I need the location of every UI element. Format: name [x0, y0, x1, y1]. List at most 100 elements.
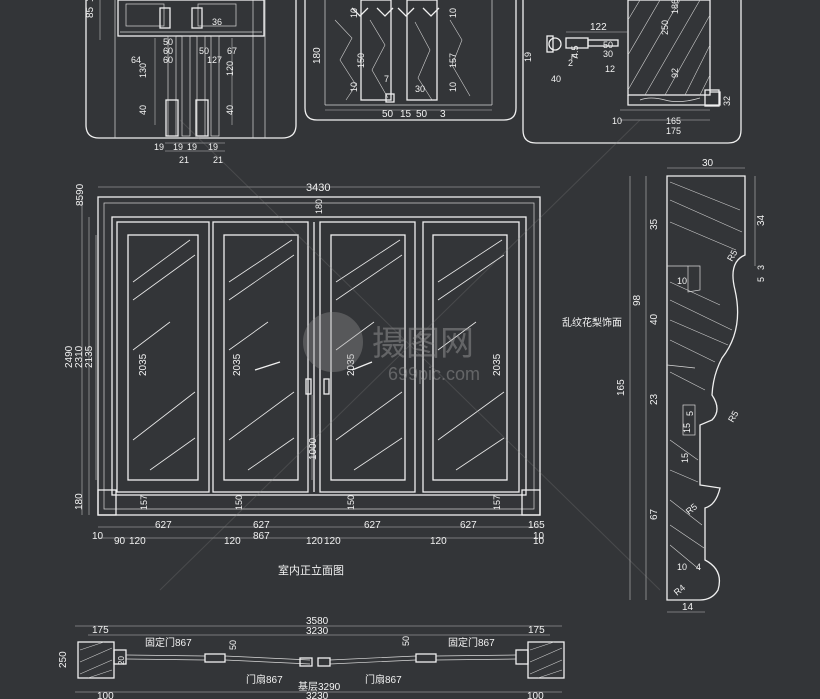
dim-label: 40	[649, 313, 660, 325]
overall-width-label: 3430	[306, 182, 330, 194]
plan-label: 基层3290	[298, 680, 341, 693]
watermark-url: 699pic.com	[388, 364, 480, 384]
dim-label: 7	[570, 55, 580, 60]
dim-label: 67	[649, 508, 660, 520]
dim-label: 10	[92, 531, 104, 542]
dim-label: 2310	[74, 345, 85, 368]
dim-label: 120	[224, 536, 241, 547]
dim-label: 10	[677, 276, 687, 286]
dim-label: 90	[114, 536, 126, 547]
dim-label: 150	[346, 495, 356, 510]
dim-label: 19	[208, 142, 218, 152]
plan-label: 固定门867	[448, 636, 495, 649]
dim-label: 18	[85, 0, 96, 2]
plan-label: 门扇867	[246, 673, 283, 686]
panel-height-label: 2035	[232, 353, 243, 376]
dim-label: 157	[448, 53, 458, 68]
dim-label: 10	[533, 531, 545, 542]
dim-label: 180	[314, 199, 324, 214]
dim-label: 10	[677, 562, 687, 572]
dim-label: 120	[430, 536, 447, 547]
dim-label: 120	[129, 536, 146, 547]
dim-label: 64	[131, 55, 141, 65]
dim-label: 10	[612, 116, 622, 126]
dim-label: 67	[227, 46, 237, 56]
dim-label: 100	[527, 691, 544, 699]
radius-label: R4	[672, 582, 687, 597]
door-elevation: 3430 8590 2490 2310 2135 180 180 2035 20…	[64, 182, 545, 577]
dim-label: 60	[163, 55, 173, 65]
dim-label: 60	[163, 46, 173, 56]
dim-label: 3	[440, 109, 446, 120]
moulding-profile: 30 35 98 40 165 23 15 67 10 10 34 3 5 R5…	[562, 158, 767, 613]
dim-label: 19	[173, 142, 183, 152]
watermark: 摄图网 699pic.com	[159, 119, 661, 591]
dim-label: 122	[590, 22, 607, 33]
dim-label: 120	[306, 536, 323, 547]
panel-height-label: 2035	[138, 353, 149, 376]
dim-label: 12	[605, 64, 615, 74]
dim-label: 3580	[306, 616, 329, 627]
dim-label: 40	[551, 74, 561, 84]
door-plan-view: 3580 3230 175 175 250 20 固定门867 固定门867 5…	[58, 616, 565, 699]
top-right-section-detail: 122 50 30 12 40 19 2 7 4.5 250 92 186 32…	[522, 0, 742, 144]
dim-label: 10	[448, 8, 458, 18]
dim-label: 150	[234, 495, 244, 510]
dim-label: 21	[179, 155, 189, 165]
dim-label: 157	[492, 495, 502, 510]
panel-height-label: 2035	[492, 353, 503, 376]
dim-label: 15	[682, 423, 692, 433]
dim-label: 85	[85, 6, 96, 18]
dim-label: 3230	[306, 691, 329, 699]
dim-label: 10	[349, 8, 359, 18]
dim-label: 10	[448, 82, 458, 92]
dim-label: 175	[528, 625, 545, 636]
radius-label: R5	[725, 248, 739, 263]
dim-label: 175	[92, 625, 109, 636]
dim-label: 50	[228, 640, 238, 650]
dim-label: 10	[349, 82, 359, 92]
top-middle-section-detail: 180 10 150 10 157 7 30 10 10 50 15 50 3	[304, 0, 517, 121]
handle-height-label: 1000	[308, 437, 319, 460]
dim-label: 165	[616, 379, 627, 396]
dim-label: 157	[139, 495, 149, 510]
dim-label: 50	[163, 37, 173, 47]
dim-label: 50	[603, 40, 613, 50]
dim-label: 15	[400, 109, 412, 120]
dim-label: 180	[312, 47, 323, 64]
dim-label: 165	[528, 520, 545, 531]
dim-label: 180	[74, 493, 85, 510]
plan-label: 固定门867	[145, 636, 192, 649]
dim-label: 50	[416, 109, 428, 120]
dim-label: 250	[58, 651, 69, 668]
dim-label: 2135	[84, 345, 95, 368]
dim-label: 175	[666, 126, 681, 136]
dim-label: 34	[756, 214, 767, 226]
dim-label: 10	[533, 536, 545, 547]
dim-label: 92	[670, 68, 680, 78]
dim-label: 23	[649, 393, 660, 405]
dim-label: 4.5	[570, 45, 580, 58]
watermark-brand: 摄图网	[372, 325, 474, 363]
top-left-section-detail: 85 18 36 50 67 60 127 50 60 64 130 120 4…	[85, 0, 297, 165]
radius-label: R5	[726, 409, 740, 424]
dim-label: 7	[384, 74, 389, 84]
panel-height-label: 2035	[346, 353, 357, 376]
dim-label: 120	[324, 536, 341, 547]
dim-label: 250	[660, 20, 670, 35]
dim-label: 5	[685, 411, 695, 416]
dim-label: 627	[460, 520, 477, 531]
dim-label: 3	[756, 265, 766, 270]
dim-label: 36	[212, 17, 222, 27]
dim-label: 19	[154, 142, 164, 152]
dim-label: 40	[225, 105, 235, 115]
dim-label: 130	[138, 63, 148, 78]
dim-label: 30	[702, 158, 714, 169]
dim-label: 5	[756, 277, 766, 282]
dim-label: 40	[138, 105, 148, 115]
plan-label: 门扇867	[365, 673, 402, 686]
dim-label: 19	[523, 52, 533, 62]
dim-label: 98	[632, 294, 643, 306]
moulding-note: 乱纹花梨饰面	[562, 316, 622, 329]
